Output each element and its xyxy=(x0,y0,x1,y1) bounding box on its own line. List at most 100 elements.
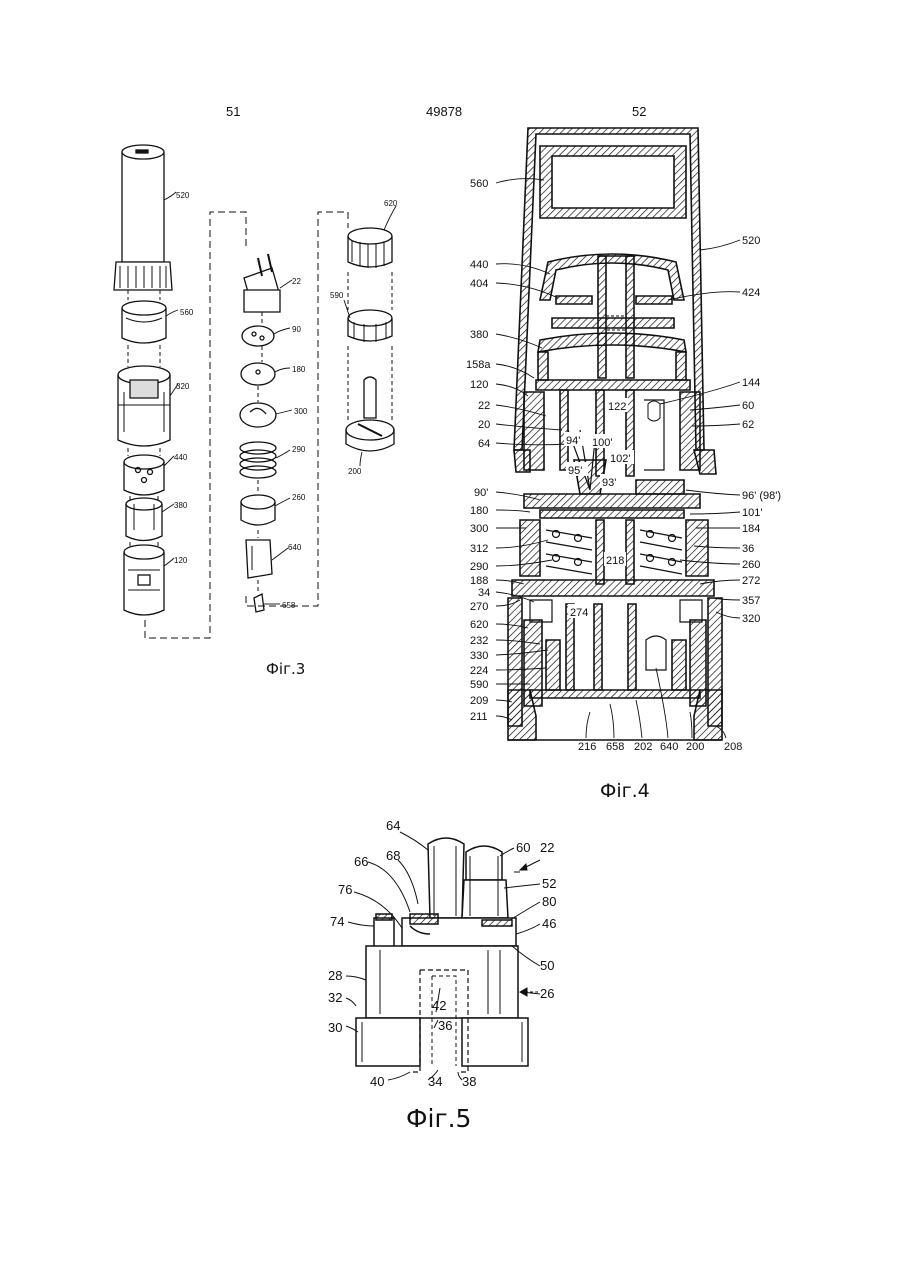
fig5-label: 68 xyxy=(386,848,400,863)
fig3-part-290 xyxy=(240,442,276,478)
fig4-label: 62 xyxy=(742,419,754,431)
fig4-label: 120 xyxy=(470,379,488,391)
fig5-label: 40 xyxy=(370,1074,384,1089)
fig3-label: 560 xyxy=(180,308,194,317)
fig3-label: 320 xyxy=(176,382,190,391)
fig3-label: 640 xyxy=(288,543,302,552)
fig3-part-120 xyxy=(124,545,164,615)
fig4-label: 440 xyxy=(470,259,488,271)
fig4-bottom-labels: 216 658 202 640 200 208 xyxy=(578,741,742,753)
fig5-label: 76 xyxy=(338,882,352,897)
fig3-labels xyxy=(162,192,396,604)
fig4-label: 184 xyxy=(742,523,760,535)
fig4-label: 270 xyxy=(470,601,488,613)
fig5-label: 30 xyxy=(328,1020,342,1035)
fig3-part-200 xyxy=(346,377,394,451)
fig3-part-260 xyxy=(241,495,275,525)
fig3-label: 658 xyxy=(282,601,296,610)
fig4-label: 218 xyxy=(606,555,624,567)
caption-fig4: Фіг.4 xyxy=(600,780,650,802)
fig3-label: 300 xyxy=(294,407,308,416)
fig4-label: 404 xyxy=(470,278,488,290)
fig4-label: 101' xyxy=(742,507,762,519)
fig3-part-300 xyxy=(240,403,276,427)
fig3-label: 620 xyxy=(384,199,398,208)
caption-fig5: Фіг.5 xyxy=(406,1104,471,1133)
fig4-label: 36 xyxy=(742,543,754,555)
fig4-label: 520 xyxy=(742,235,760,247)
fig4-label: 211 xyxy=(470,711,488,723)
fig5-label: 28 xyxy=(328,968,342,983)
fig5-label: 80 xyxy=(542,894,556,909)
fig5-part-view xyxy=(356,838,528,1072)
fig5-label: 46 xyxy=(542,916,556,931)
fig5-label: 52 xyxy=(542,876,556,891)
fig4-label: 232 xyxy=(470,635,488,647)
fig4-label: 188 xyxy=(470,575,488,587)
fig4-label: 158a xyxy=(466,359,491,371)
fig5-label: 32 xyxy=(328,990,342,1005)
fig3-label: 180 xyxy=(292,365,306,374)
fig4-label: 312 xyxy=(470,543,488,555)
fig3-label: 520 xyxy=(176,191,190,200)
fig4-label: 202 xyxy=(634,741,652,753)
fig3-label: 290 xyxy=(292,445,306,454)
fig3-label: 590 xyxy=(330,291,344,300)
fig4-label: 20 xyxy=(478,419,490,431)
fig3-part-658 xyxy=(254,594,264,612)
fig5-label: 66 xyxy=(354,854,368,869)
fig3-part-22 xyxy=(244,254,280,312)
fig4-label: 224 xyxy=(470,665,488,677)
fig4-label: 620 xyxy=(470,619,488,631)
fig4-label: 320 xyxy=(742,613,760,625)
fig4-label: 96' (98') xyxy=(742,490,781,502)
fig4-label: 95' xyxy=(568,465,582,477)
fig4-label: 22 xyxy=(478,400,490,412)
fig4-label: 100' xyxy=(592,437,612,449)
fig4-label: 208 xyxy=(724,741,742,753)
fig4-label: 93' xyxy=(602,477,616,489)
fig4-label: 357 xyxy=(742,595,760,607)
fig3-part-90 xyxy=(242,326,274,346)
fig4-label: 144 xyxy=(742,377,760,389)
fig4-label: 64 xyxy=(478,438,490,450)
fig4-label: 34 xyxy=(478,587,490,599)
fig3-part-180 xyxy=(241,363,275,385)
fig5-label: 50 xyxy=(540,958,554,973)
fig4-label: 200 xyxy=(686,741,704,753)
fig3-part-380 xyxy=(126,498,162,541)
fig3-part-560 xyxy=(122,301,166,343)
fig4-right-labels: 520 424 144 60 62 96' (98') 101' 184 36 … xyxy=(742,235,781,625)
fig5-label: 74 xyxy=(330,914,344,929)
fig5-label: 26 xyxy=(540,986,554,1001)
fig3-label: 440 xyxy=(174,453,188,462)
fig5-label: 22 xyxy=(540,840,554,855)
fig3-label: 22 xyxy=(292,277,301,286)
fig4-label: 424 xyxy=(742,287,760,299)
fig4-label: 90' xyxy=(474,487,488,499)
fig4-label: 300 xyxy=(470,523,488,535)
fig5-label: 38 xyxy=(462,1074,476,1089)
fig4-label: 380 xyxy=(470,329,488,341)
fig3-part-520 xyxy=(114,145,172,290)
fig5-label: 60 xyxy=(516,840,530,855)
fig3-label: 380 xyxy=(174,501,188,510)
fig4-label: 330 xyxy=(470,650,488,662)
fig4-label: 658 xyxy=(606,741,624,753)
fig4-label: 640 xyxy=(660,741,678,753)
fig4-label: 122 xyxy=(608,401,626,413)
fig4-left-labels: 560 440 404 380 158a 120 22 20 64 90' 18… xyxy=(466,178,491,723)
fig4-label: 290 xyxy=(470,561,488,573)
fig5-label: 34 xyxy=(428,1074,442,1089)
fig5-label: 64 xyxy=(386,818,400,833)
fig4-label: 180 xyxy=(470,505,488,517)
fig3-exploded-view xyxy=(114,145,394,638)
fig4-label: 274 xyxy=(570,607,588,619)
fig3-label: 260 xyxy=(292,493,306,502)
fig4-label: 209 xyxy=(470,695,488,707)
fig3-part-640 xyxy=(246,540,272,578)
fig5-label: 42 xyxy=(432,998,446,1013)
fig5-arrows xyxy=(520,860,540,996)
fig5-label: 36 xyxy=(438,1018,452,1033)
